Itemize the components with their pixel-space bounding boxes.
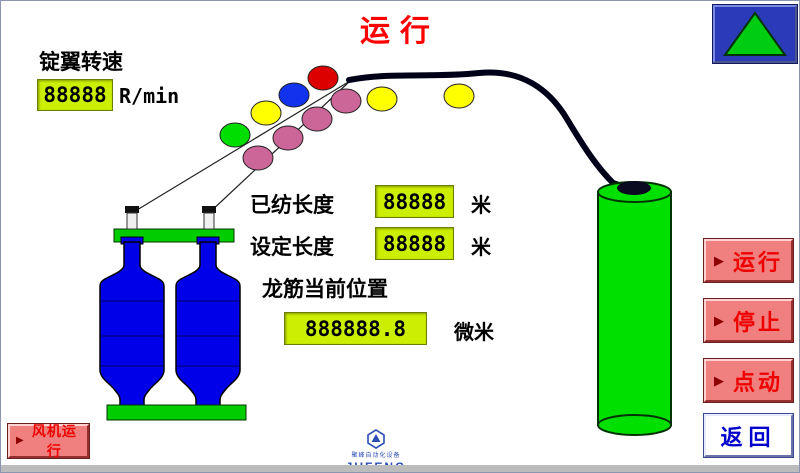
machine-base xyxy=(106,404,247,421)
cylinder-cap xyxy=(617,181,651,195)
bobbin-circle-yellow xyxy=(366,86,398,112)
spindle-speed-value: 88888 xyxy=(37,79,113,111)
play-icon: ▶ xyxy=(713,373,727,388)
bobbin-circle-plum xyxy=(272,125,304,151)
spool-top-right xyxy=(202,206,216,230)
roving-bobbin-left xyxy=(99,236,165,407)
bobbin-circles xyxy=(219,65,475,171)
bobbin-circle-plum xyxy=(301,106,333,132)
jog-button-label: 点动 xyxy=(732,369,783,395)
bobbin-circle-yellow xyxy=(443,83,475,109)
bobbin-circle-plum xyxy=(242,145,274,171)
set-length-value: 88888 xyxy=(375,227,454,260)
bottom-strip xyxy=(1,465,799,472)
cylinder-body xyxy=(597,191,672,426)
spun-length-value: 88888 xyxy=(375,185,454,218)
set-length-unit: 米 xyxy=(471,237,491,259)
play-icon: ▶ xyxy=(713,313,727,328)
rail-position-label: 龙筋当前位置 xyxy=(262,277,388,301)
yarn-path xyxy=(346,69,634,192)
jufeng-logo-icon xyxy=(367,429,385,449)
stop-button[interactable]: ▶ 停止 xyxy=(703,298,794,343)
set-length-label: 设定长度 xyxy=(250,235,334,259)
yarn-line-left xyxy=(131,80,351,214)
rail-position-unit: 微米 xyxy=(454,322,494,344)
spindle-speed-unit: R/min xyxy=(119,84,180,108)
stop-button-label: 停止 xyxy=(732,309,783,335)
jog-button[interactable]: ▶ 点动 xyxy=(703,358,794,403)
bobbin-circle-yellow xyxy=(250,100,282,126)
play-icon: ▶ xyxy=(16,435,25,446)
back-button-label: 返回 xyxy=(720,424,777,450)
bobbin-circle-blue xyxy=(278,82,310,108)
bobbin-circle-red xyxy=(307,65,339,91)
rail-position-value: 888888.8 xyxy=(284,312,427,345)
winder-cylinder xyxy=(597,181,672,436)
logo-tagline: 聚峰自动化设备 xyxy=(351,453,401,459)
run-button-label: 运行 xyxy=(732,249,783,275)
page-title: 运行 xyxy=(360,15,440,48)
back-button[interactable]: 返回 xyxy=(703,413,794,458)
spool-top-left xyxy=(125,206,139,230)
bobbin-circle-green xyxy=(219,122,251,148)
play-icon: ▶ xyxy=(713,253,727,268)
fan-run-button-label: 风机运行 xyxy=(31,425,77,460)
spindle-speed-label: 锭翼转速 xyxy=(39,50,123,74)
bobbin-circle-plum xyxy=(330,88,362,114)
spun-length-label: 已纺长度 xyxy=(250,193,334,217)
roving-bobbin-right xyxy=(175,236,241,407)
run-button[interactable]: ▶ 运行 xyxy=(703,238,794,283)
spun-length-unit: 米 xyxy=(471,195,491,217)
fan-run-button[interactable]: ▶ 风机运行 xyxy=(7,423,90,460)
scroll-up-button[interactable] xyxy=(712,4,798,64)
up-arrow-icon xyxy=(723,11,787,56)
cylinder-bottom xyxy=(597,414,672,436)
